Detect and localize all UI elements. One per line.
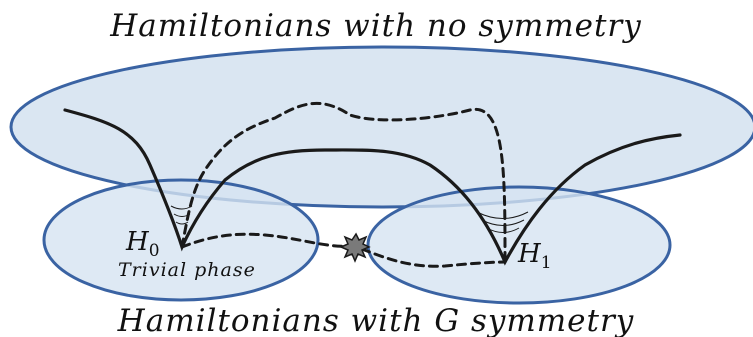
title-g-symmetry: Hamiltonians with G symmetry — [117, 303, 635, 337]
dashed-path-lower — [180, 232, 507, 268]
dashed-path-upper — [180, 101, 507, 264]
h0-label: H0 — [125, 227, 160, 261]
h1-label: H1 — [517, 239, 552, 273]
title-no-symmetry: Hamiltonians with no symmetry — [109, 8, 642, 44]
phase-transition-defect-icon — [339, 232, 371, 263]
energy-landscape-curve — [63, 108, 682, 266]
h1-level-lines — [476, 211, 529, 233]
h1-phase-region — [366, 185, 672, 305]
no-symmetry-region — [9, 45, 753, 209]
trivial-phase-label: Trivial phase — [118, 259, 256, 281]
